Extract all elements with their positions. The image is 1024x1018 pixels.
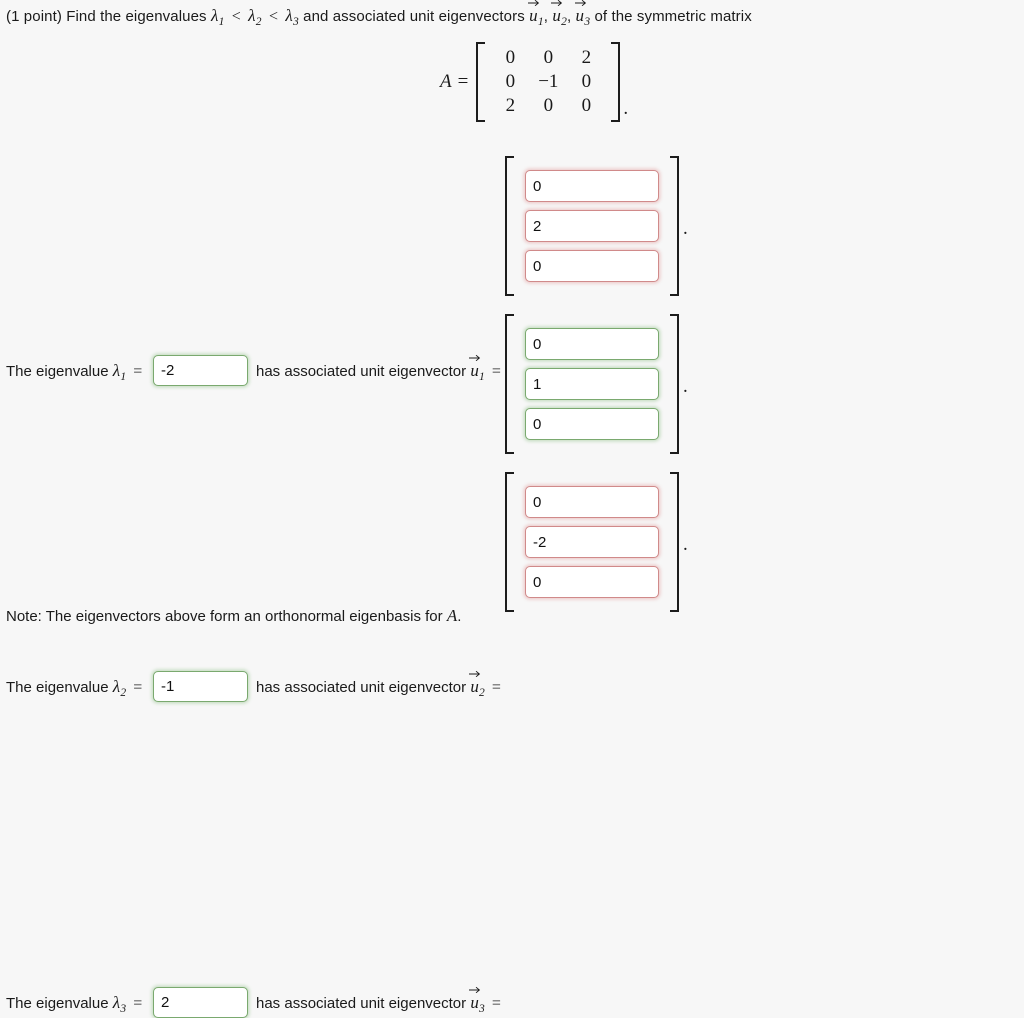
vector-right-bracket bbox=[670, 472, 679, 612]
eigenvector-input-3-3[interactable] bbox=[525, 566, 659, 598]
over-arrow-icon bbox=[469, 670, 481, 677]
eigenvalue-input-2[interactable] bbox=[153, 671, 248, 702]
lambda-2-symbol: λ bbox=[248, 6, 256, 25]
equals-sign: = bbox=[133, 363, 143, 380]
eigenvector-input-3-2[interactable] bbox=[525, 526, 659, 558]
eigenvector-block-3: . bbox=[505, 472, 688, 612]
matrix-cell: 0 bbox=[543, 47, 554, 68]
vector-symbol: u bbox=[469, 670, 481, 697]
eigenvector-input-3-1[interactable] bbox=[525, 486, 659, 518]
lambda-3-subscript: 3 bbox=[293, 15, 299, 28]
vector-period: . bbox=[683, 218, 688, 239]
prompt-text-2: and associated unit eigenvectors bbox=[303, 8, 525, 25]
vector-left-bracket bbox=[505, 472, 514, 612]
eigenvector-block-1: . bbox=[505, 156, 688, 296]
mid-text: has associated unit eigenvector bbox=[256, 995, 467, 1012]
question-prompt: (1 point) Find the eigenvalues λ1 < λ2 <… bbox=[6, 0, 752, 28]
lambda-symbol: λ bbox=[112, 361, 121, 380]
matrix-right-bracket bbox=[611, 42, 621, 122]
matrix-period: . bbox=[623, 98, 629, 119]
vector-period: . bbox=[683, 376, 688, 397]
eigenvalue-input-1[interactable] bbox=[153, 355, 248, 386]
vector-subscript: 3 bbox=[479, 1002, 485, 1015]
vector-u1-symbol: u bbox=[528, 0, 540, 26]
equals-sign: = bbox=[133, 679, 143, 696]
over-arrow-icon bbox=[469, 986, 481, 993]
vector-symbol: u bbox=[469, 986, 481, 1013]
vector-u3-symbol: u bbox=[574, 0, 586, 26]
vector-equals-sign: = bbox=[491, 679, 501, 696]
vector-right-bracket bbox=[670, 314, 679, 454]
matrix-cell: 2 bbox=[581, 47, 592, 68]
matrix-display: A = 0 0 2 0 −1 0 2 0 0 . bbox=[440, 42, 628, 122]
eigenvector-input-1-1[interactable] bbox=[525, 170, 659, 202]
lambda-1-subscript: 1 bbox=[218, 15, 225, 28]
vector-u2-subscript: 2 bbox=[561, 15, 567, 28]
comma-2: , bbox=[566, 8, 572, 25]
matrix-equals: = bbox=[457, 71, 469, 92]
label-prefix: The eigenvalue bbox=[6, 995, 109, 1012]
prompt-text-1: Find the eigenvalues bbox=[66, 8, 207, 25]
prompt-text-3: of the symmetric matrix bbox=[594, 8, 752, 25]
matrix-name: A bbox=[440, 71, 452, 92]
lambda-subscript: 1 bbox=[120, 370, 127, 383]
matrix-grid: 0 0 2 0 −1 0 2 0 0 bbox=[485, 42, 611, 122]
lambda-1-symbol: λ bbox=[210, 6, 219, 25]
mid-text: has associated unit eigenvector bbox=[256, 679, 467, 696]
equals-sign: = bbox=[133, 995, 143, 1012]
eigenvalue-label-3: The eigenvalue λ3 = bbox=[6, 993, 145, 1015]
lambda-subscript: 3 bbox=[120, 1002, 127, 1015]
matrix-cell: 0 bbox=[505, 71, 516, 92]
matrix-cell: 0 bbox=[581, 71, 592, 92]
lambda-3-symbol: λ bbox=[285, 6, 293, 25]
note-text: Note: The eigenvectors above form an ort… bbox=[6, 608, 443, 625]
vector-period: . bbox=[683, 534, 688, 555]
vector-right-bracket bbox=[670, 156, 679, 296]
eigenvector-input-1-2[interactable] bbox=[525, 210, 659, 242]
less-than-1: < bbox=[231, 8, 241, 25]
matrix-cell: 0 bbox=[581, 95, 592, 116]
eigen-row-1: The eigenvalue λ1 = has associated unit … bbox=[0, 148, 1024, 386]
points-label: (1 point) bbox=[6, 8, 62, 25]
lambda-subscript: 2 bbox=[120, 686, 127, 699]
vector-u1-subscript: 1 bbox=[537, 15, 544, 28]
vector-equals-sign: = bbox=[491, 363, 501, 380]
vector-cells bbox=[514, 486, 670, 598]
matrix-cell: 2 bbox=[505, 95, 516, 116]
eigenvector-label-3: has associated unit eigenvector u3 = bbox=[256, 986, 504, 1015]
matrix-left-bracket bbox=[476, 42, 486, 122]
eigenvalue-label-1: The eigenvalue λ1 = bbox=[6, 361, 145, 383]
mid-text: has associated unit eigenvector bbox=[256, 363, 467, 380]
vector-u2-symbol: u bbox=[551, 0, 563, 26]
eigen-row-2: The eigenvalue λ2 = has associated unit … bbox=[0, 306, 1024, 702]
eigenvector-input-2-3[interactable] bbox=[525, 408, 659, 440]
eigenvector-input-2-2[interactable] bbox=[525, 368, 659, 400]
vector-left-bracket bbox=[505, 156, 514, 296]
vector-cells bbox=[514, 328, 670, 440]
eigenvector-input-2-1[interactable] bbox=[525, 328, 659, 360]
comma-1: , bbox=[543, 8, 549, 25]
matrix-cell: −1 bbox=[538, 71, 559, 92]
eigenvector-block-2: . bbox=[505, 314, 688, 454]
matrix-cell: 0 bbox=[505, 47, 516, 68]
lambda-2-subscript: 2 bbox=[255, 15, 262, 28]
eigenvector-label-2: has associated unit eigenvector u2 = bbox=[256, 670, 504, 699]
note-matrix-symbol: A bbox=[446, 606, 458, 625]
vector-subscript: 1 bbox=[479, 370, 485, 383]
vector-u3-subscript: 3 bbox=[584, 15, 591, 28]
note-period: . bbox=[457, 608, 462, 625]
vector-equals-sign: = bbox=[491, 995, 501, 1012]
vector-subscript: 2 bbox=[479, 686, 485, 699]
vector-left-bracket bbox=[505, 314, 514, 454]
label-prefix: The eigenvalue bbox=[6, 679, 109, 696]
eigenvalue-input-3[interactable] bbox=[153, 987, 248, 1018]
matrix-cell: 0 bbox=[543, 95, 554, 116]
label-prefix: The eigenvalue bbox=[6, 363, 109, 380]
eigenvalue-label-2: The eigenvalue λ2 = bbox=[6, 677, 145, 699]
eigen-row-3: The eigenvalue λ3 = has associated unit … bbox=[0, 464, 1024, 1018]
footer-note: Note: The eigenvectors above form an ort… bbox=[6, 606, 461, 626]
vector-cells bbox=[514, 170, 670, 282]
eigenvector-input-1-3[interactable] bbox=[525, 250, 659, 282]
less-than-2: < bbox=[268, 8, 279, 25]
